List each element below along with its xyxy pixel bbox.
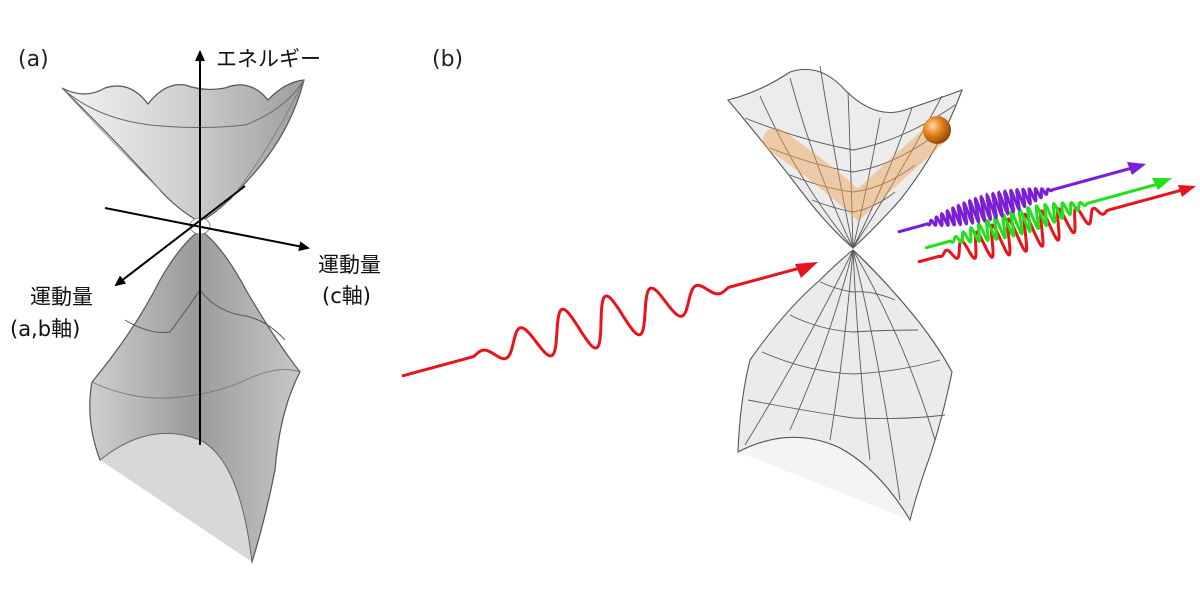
emitted-green-arrowhead <box>1152 178 1172 190</box>
upper-mesh-cone <box>727 65 963 249</box>
mesh-line <box>789 249 854 431</box>
electron-ball <box>923 116 951 144</box>
incident-pulse-arrowhead <box>795 262 818 278</box>
panel-a-label: (a) <box>18 47 49 72</box>
momentum-c-label-line1: 運動量 <box>318 253 381 277</box>
mesh-line <box>852 249 953 373</box>
panel-b-label: (b) <box>432 47 463 72</box>
momentum-c-label-line2: (c軸) <box>322 284 371 308</box>
lower-mesh-cone <box>737 249 953 522</box>
panel-a: (a) エネルギー 運動量 (c軸) 運動量 (a,b軸) <box>10 47 381 564</box>
mesh-line <box>769 134 936 173</box>
emitted-violet-arrowhead <box>1127 162 1146 175</box>
mesh-line <box>789 77 854 249</box>
mesh-line <box>819 65 854 249</box>
mesh-line <box>852 117 881 249</box>
mesh-line <box>852 249 871 461</box>
mesh-line <box>847 91 854 249</box>
momentum-ab-label-line2: (a,b軸) <box>10 317 80 341</box>
energy-axis-label: エネルギー <box>216 47 321 71</box>
mesh-line <box>744 249 854 446</box>
upper-dirac-cone <box>61 79 305 223</box>
emitted-red-pulse <box>917 188 1183 264</box>
panel-b: (b) <box>401 47 1196 522</box>
mesh-line <box>829 249 854 441</box>
lower-dirac-cone <box>89 229 301 564</box>
mesh-line <box>819 281 896 301</box>
mesh-line <box>759 95 854 249</box>
momentum-c-axis <box>104 207 310 252</box>
emitted-violet-pulse <box>897 166 1133 234</box>
electron-trajectory <box>763 116 951 222</box>
mesh-line <box>852 249 936 441</box>
incident-pulse <box>401 262 818 378</box>
emitted-pulses <box>897 162 1196 264</box>
momentum-ab-axis <box>114 185 246 287</box>
emitted-red-arrowhead <box>1178 185 1196 197</box>
emitted-green-pulse <box>924 182 1159 250</box>
mesh-line <box>852 95 943 249</box>
mesh-line <box>789 314 919 333</box>
mesh-line <box>747 399 946 420</box>
mesh-line <box>852 249 901 501</box>
mesh-line <box>852 107 913 249</box>
mesh-line <box>761 351 941 375</box>
momentum-ab-label-line1: 運動量 <box>30 285 93 309</box>
